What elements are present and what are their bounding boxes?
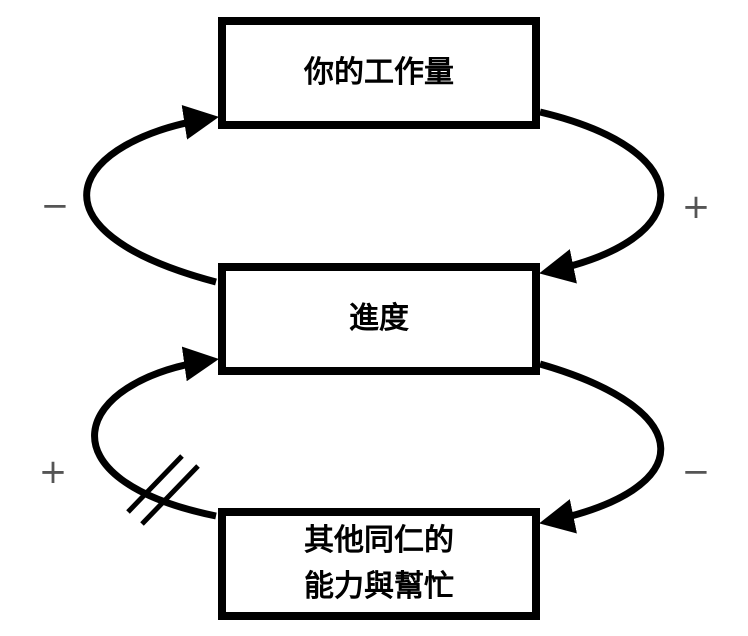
delay-mark	[126, 454, 200, 526]
node-workload-label: 你的工作量	[304, 55, 454, 90]
polarity-sign-bottom-left: +	[38, 452, 68, 492]
arrow-workload-to-progress	[539, 108, 665, 284]
polarity-sign-bottom-right: −	[681, 452, 711, 492]
node-help-label-line2: 能力與幫忙	[304, 569, 454, 604]
polarity-sign-top-right: +	[681, 187, 711, 227]
node-progress: 進度	[218, 263, 540, 375]
polarity-sign-top-left: −	[40, 186, 70, 226]
node-progress-label: 進度	[349, 301, 409, 336]
arrow-help-to-progress	[91, 346, 219, 520]
node-help-label-line1: 其他同仁的	[304, 523, 454, 558]
arrow-progress-to-help	[539, 360, 665, 534]
arrow-progress-to-workload	[83, 105, 219, 286]
node-colleague-help: 其他同仁的 能力與幫忙	[218, 508, 540, 620]
node-workload: 你的工作量	[218, 17, 540, 129]
